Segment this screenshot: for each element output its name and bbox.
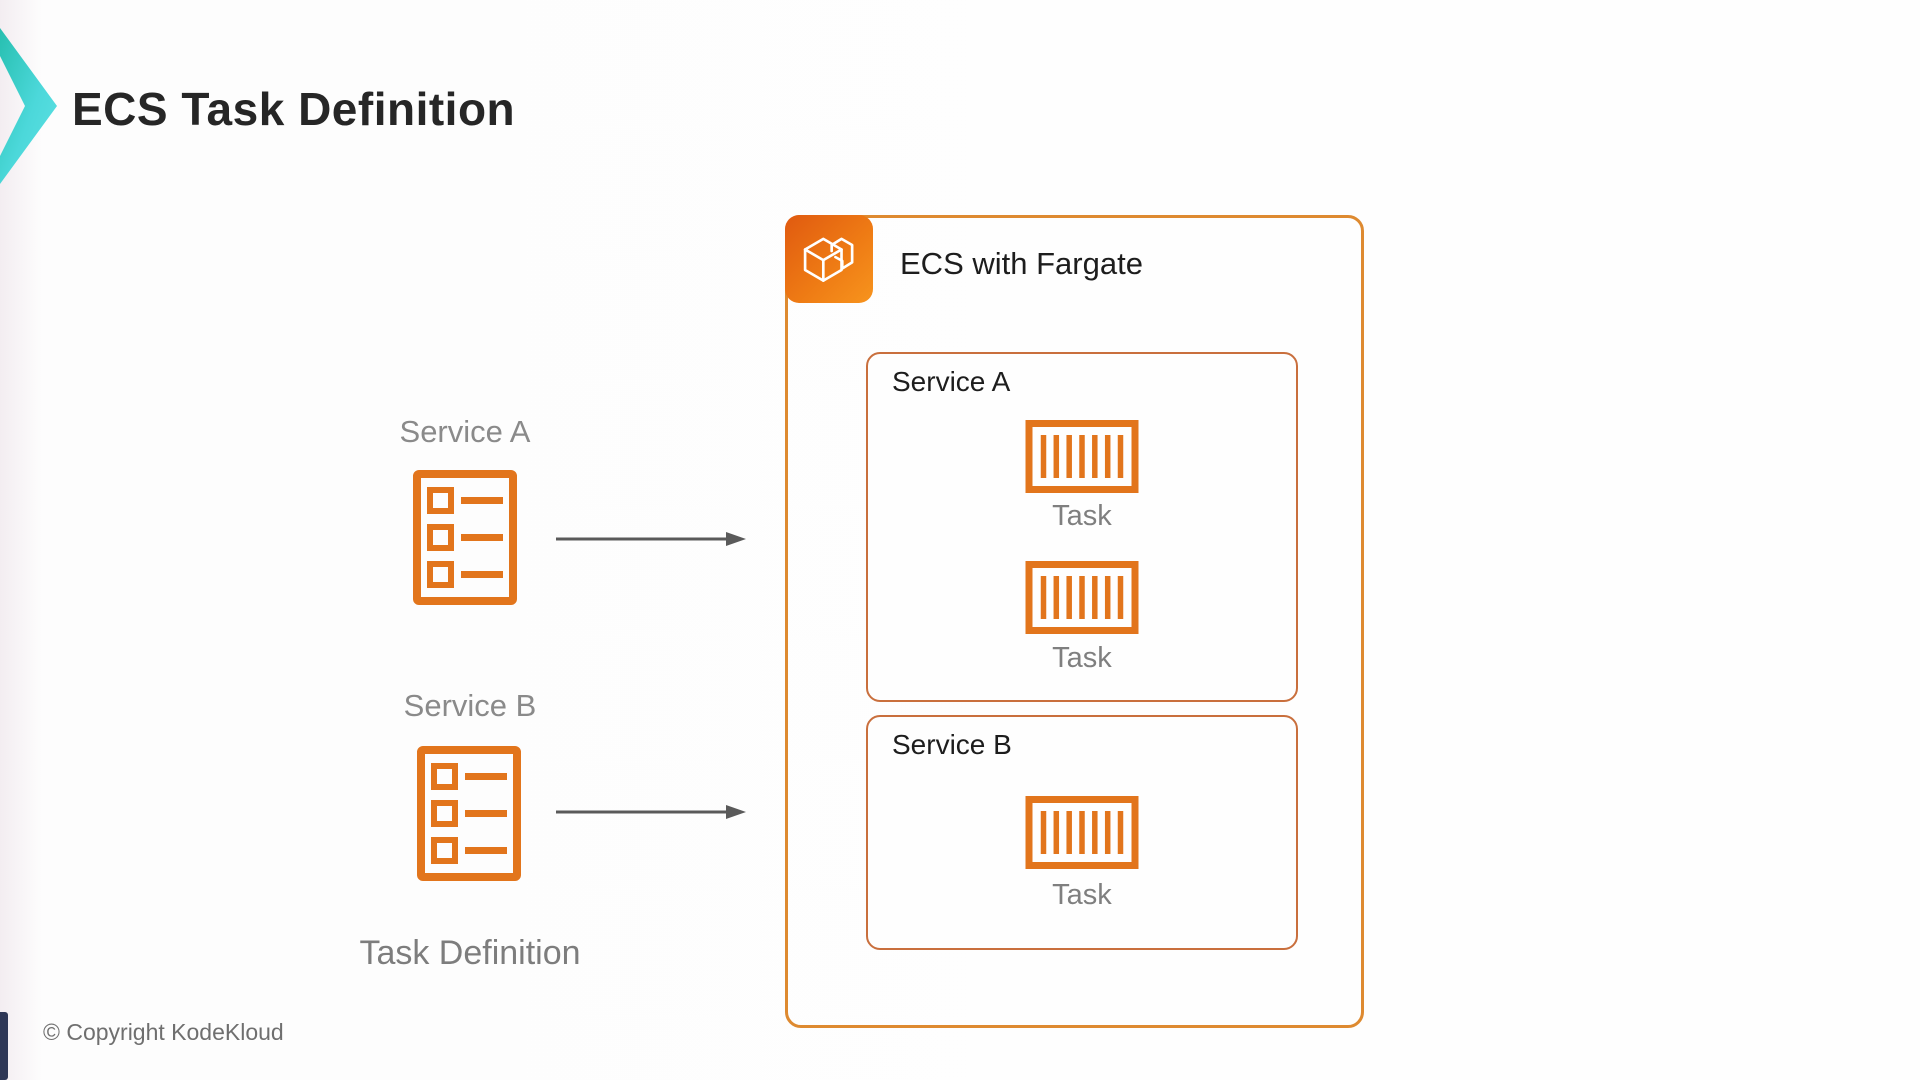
task-caption: Task	[1052, 500, 1112, 532]
task-definition-list-icon	[413, 470, 517, 605]
task-definition-caption: Task Definition	[359, 934, 581, 972]
task-caption: Task	[1052, 879, 1112, 911]
task-caption: Task	[1052, 642, 1112, 674]
service-a-box-label: Service A	[892, 366, 1011, 397]
teal-chevron-icon	[0, 28, 57, 184]
right-arrow-icon	[556, 532, 746, 546]
service-b-box-label: Service B	[892, 729, 1012, 760]
copyright-text: © Copyright KodeKloud	[43, 1019, 284, 1045]
task-definition-list-icon	[417, 746, 521, 881]
page-title: ECS Task Definition	[72, 83, 516, 135]
fargate-box-title: ECS with Fargate	[900, 246, 1143, 281]
left-service-b-label: Service B	[403, 688, 537, 723]
service-b-box: Service B Task	[866, 715, 1298, 950]
container-task-icon	[1025, 796, 1139, 869]
right-arrow-icon	[556, 805, 746, 819]
left-service-a-label: Service A	[399, 414, 531, 449]
service-a-box: Service A Task	[866, 352, 1298, 702]
container-task-icon	[1025, 561, 1139, 634]
ecs-fargate-box: ECS with Fargate Service A Task	[785, 215, 1364, 1028]
container-task-icon	[1025, 420, 1139, 493]
corner-logo-mark	[0, 1012, 8, 1080]
ecs-service-icon	[785, 215, 873, 303]
